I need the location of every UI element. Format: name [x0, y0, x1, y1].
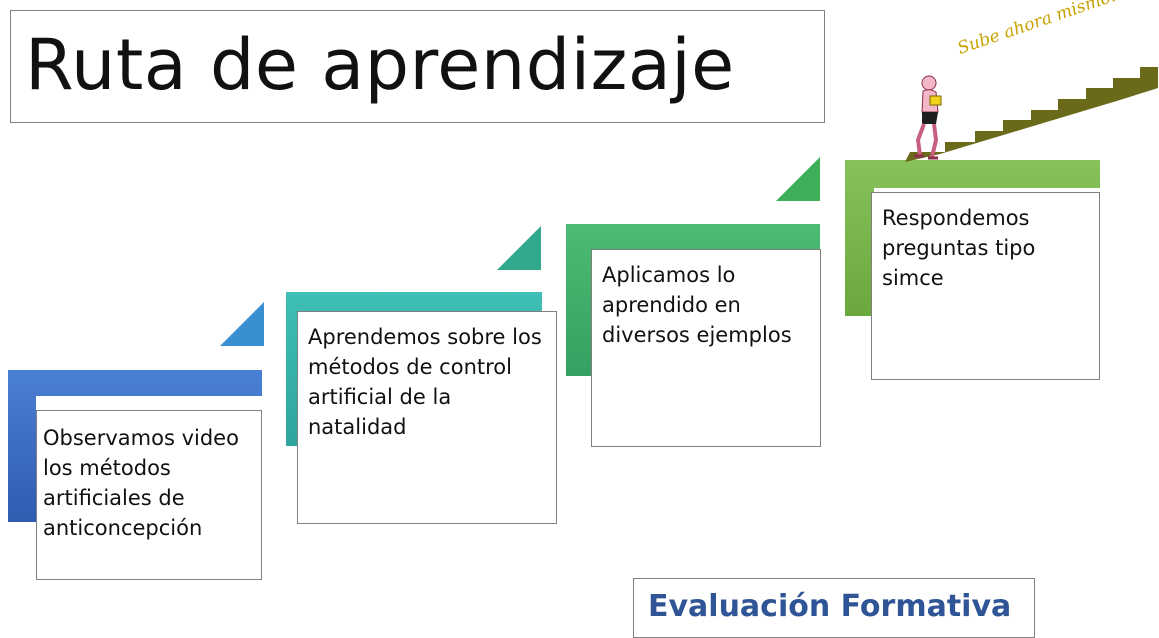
step4-bar — [845, 160, 1100, 316]
step2-arrow — [497, 226, 541, 270]
step1-bar — [8, 370, 262, 522]
step-text-3: Aplicamos lo aprendido en diversos ejemp… — [602, 263, 792, 347]
step-text-4: Respondemos preguntas tipo simce — [882, 206, 1036, 290]
stairs — [905, 67, 1158, 162]
step-text-1: Observamos video los métodos artificiale… — [43, 426, 239, 540]
evaluation-title: Evaluación Formativa — [648, 589, 1012, 624]
title-box: Ruta de aprendizaje — [10, 10, 825, 123]
page-title: Ruta de aprendizaje — [25, 24, 735, 106]
evaluation-box: Evaluación Formativa — [633, 578, 1035, 638]
step-box-2: Aprendemos sobre los métodos de control … — [297, 311, 557, 524]
step3-arrow — [776, 157, 820, 201]
step-box-4: Respondemos preguntas tipo simce — [871, 192, 1100, 380]
step-text-2: Aprendemos sobre los métodos de control … — [308, 325, 542, 439]
step-box-3: Aplicamos lo aprendido en diversos ejemp… — [591, 249, 821, 447]
step-box-1: Observamos video los métodos artificiale… — [36, 410, 262, 580]
climber-figure — [914, 75, 942, 160]
step1-arrow — [220, 302, 264, 346]
